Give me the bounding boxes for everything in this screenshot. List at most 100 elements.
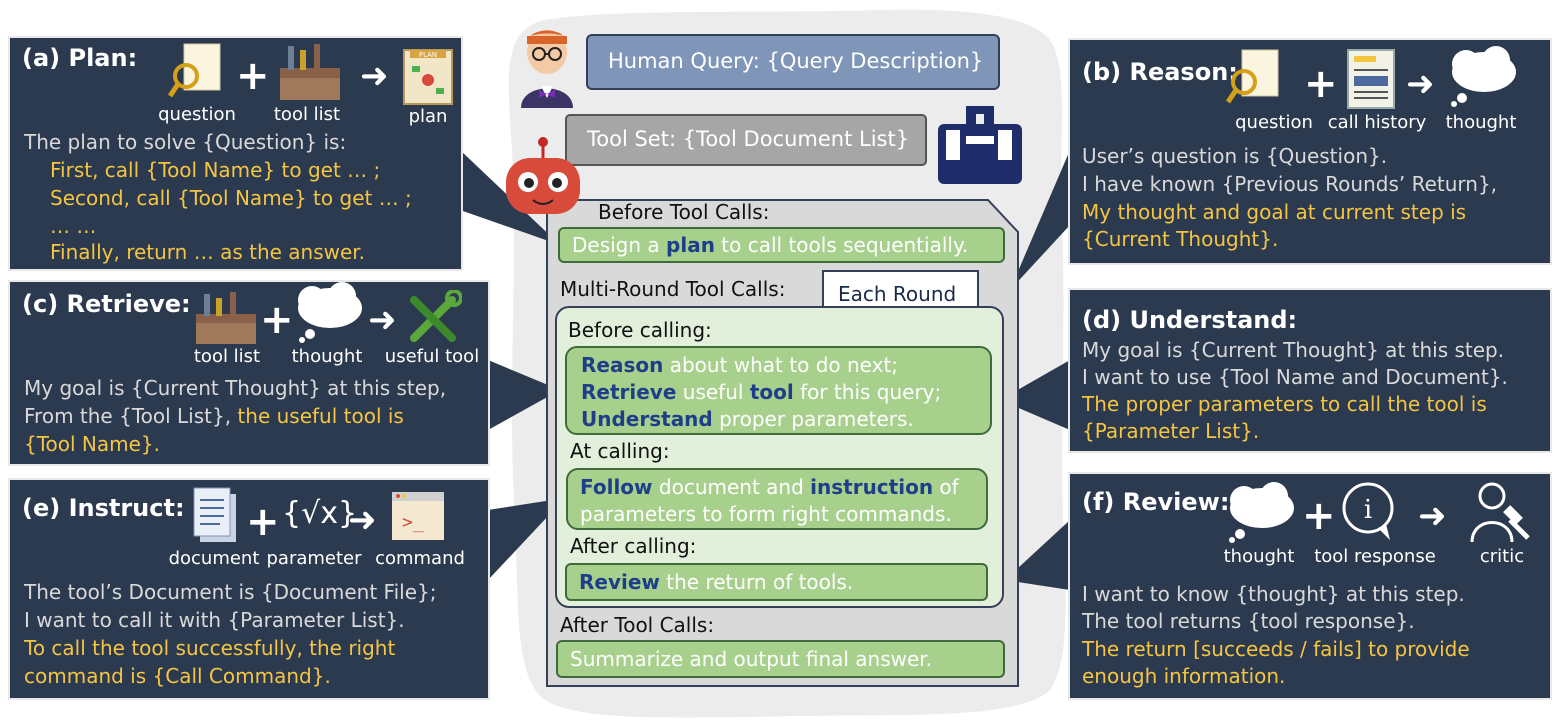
plan-board-text: PLAN [419, 51, 437, 59]
retrieve-icon-label-1: tool list [193, 346, 261, 367]
after-tool-calls-label: After Tool Calls: [560, 613, 715, 637]
plan-icon-label-2: tool list [273, 104, 341, 125]
toolbox-big-icon [938, 106, 1022, 184]
plan-board-icon: PLAN [403, 49, 453, 105]
review-yellow-2: enough information. [1082, 664, 1286, 688]
understand-line-1: My goal is {Current Thought} at this ste… [1082, 338, 1505, 362]
document-stack-icon [193, 487, 236, 542]
magnifier-document-icon [168, 43, 221, 98]
review-icon-label-1: thought [1223, 546, 1295, 567]
at-calling-label: At calling: [570, 439, 670, 463]
panel-review: (f) Review: thought + i tool response ➜ … [1068, 472, 1552, 700]
panel-retrieve: (c) Retrieve: tool list + thought ➜ usef… [8, 280, 490, 466]
human-query-text: Human Query: {Query Description} [608, 49, 984, 73]
plus-icon: + [260, 297, 294, 343]
summarize-text: Summarize and output final answer. [570, 647, 933, 671]
toolbox-icon [280, 44, 340, 100]
before-calling-label: Before calling: [568, 318, 712, 342]
wrench-screwdriver-icon [410, 290, 462, 342]
magnifier-document-icon [1226, 49, 1279, 104]
tool-keyword: tool [749, 380, 794, 404]
terminal-prompt-text: >_ [402, 512, 424, 533]
terminal-icon: >_ [392, 492, 444, 540]
instruct-line-1: The tool’s Document is {Document File}; [24, 580, 437, 604]
plan-step-post: to call tools sequentially. [714, 233, 969, 257]
reason-yellow-2: {Current Thought}. [1082, 227, 1279, 251]
tool-set-box: Tool Set: {Tool Document List} [565, 114, 927, 166]
review-step-text: the return of tools. [659, 570, 854, 594]
after-calling-label: After calling: [570, 534, 697, 558]
before-calling-text: Reason about what to do next; Retrieve u… [581, 352, 941, 433]
thought-cloud-icon [1451, 46, 1516, 107]
reason-icon-label-1: question [1235, 112, 1313, 133]
retrieve-icon-label-3: useful tool [384, 346, 480, 367]
robot-icon [506, 137, 580, 214]
info-bubble-text: i [1364, 495, 1372, 525]
pointer-f [1005, 520, 1070, 590]
before-tool-calls-label: Before Tool Calls: [598, 200, 770, 224]
review-line-1: I want to know {thought} at this step. [1082, 582, 1465, 606]
pointer-e [488, 498, 565, 580]
info-bubble-icon: i [1342, 482, 1394, 540]
plan-step-pre: Design a [572, 233, 667, 257]
summarize-step-box: Summarize and output final answer. [556, 640, 1005, 678]
understand-yellow-1: The proper parameters to call the tool i… [1082, 392, 1487, 416]
arrow-right-icon: ➜ [368, 300, 397, 340]
retrieve-keyword: Retrieve [581, 380, 677, 404]
plus-icon: + [236, 53, 270, 99]
history-document-icon [1347, 49, 1395, 109]
pointer-b [1010, 150, 1070, 290]
arrow-right-icon: ➜ [1418, 496, 1447, 536]
understand-keyword: Understand [581, 407, 713, 431]
toolbox-icon [196, 292, 256, 344]
panel-reason: (b) Reason: question + call history ➜ th… [1068, 38, 1552, 265]
multi-round-label: Multi-Round Tool Calls: [560, 277, 786, 301]
plan-keyword: plan [666, 233, 715, 257]
instruct-yellow-2: command is {Call Command}. [24, 664, 331, 688]
tool-set-text: Tool Set: {Tool Document List} [587, 127, 910, 151]
plan-icon-label-1: question [158, 104, 236, 125]
arrow-right-icon: ➜ [360, 56, 389, 96]
retrieve-line-2-pre: From the {Tool List}, [24, 404, 238, 428]
retrieve-text-mid: useful [676, 380, 750, 404]
follow-text-mid: document and [652, 475, 811, 499]
instruct-icon-label-2: parameter [266, 548, 362, 569]
understand-text: proper parameters. [712, 407, 914, 431]
instruction-keyword: instruction [810, 475, 934, 499]
instruct-icon-label-1: document [168, 548, 260, 569]
pointer-c [488, 360, 560, 430]
panel-instruct: (e) Instruct: document + {√x} parameter … [8, 478, 490, 700]
retrieve-line-3: {Tool Name}. [24, 432, 161, 456]
plan-yellow-1: First, call {Tool Name} to get … ; [50, 158, 381, 182]
plus-icon: + [246, 499, 280, 545]
plan-icon-label-3: plan [408, 106, 448, 127]
plan-yellow-2: Second, call {Tool Name} to get … ; [50, 186, 412, 210]
reason-keyword: Reason [581, 353, 664, 377]
panel-retrieve-title: (c) Retrieve: [22, 290, 191, 318]
critic-person-icon [1470, 482, 1530, 543]
retrieve-line-2: From the {Tool List}, the useful tool is [24, 404, 404, 428]
each-round-tab: Each Round [822, 270, 979, 310]
panel-plan-title: (a) Plan: [22, 44, 138, 72]
review-line-2: The tool returns {tool response}. [1082, 609, 1415, 633]
sqrt-parameter-icon: {√x} [282, 496, 358, 531]
instruct-icon-label-3: command [375, 548, 465, 569]
review-icon-label-2: tool response [1314, 546, 1436, 567]
plan-line-1: The plan to solve {Question} is: [24, 130, 347, 154]
review-keyword: Review [579, 570, 660, 594]
reason-icon-label-3: thought [1445, 112, 1517, 133]
before-calling-box: Reason about what to do next; Retrieve u… [565, 346, 992, 435]
arrow-right-icon: ➜ [1406, 64, 1435, 104]
reason-icon-label-2: call history [1327, 112, 1427, 133]
plan-yellow-4: Finally, return … as the answer. [50, 240, 366, 264]
each-round-text: Each Round [838, 282, 957, 306]
retrieve-line-1: My goal is {Current Thought} at this ste… [24, 376, 447, 400]
reason-yellow-1: My thought and goal at current step is [1082, 200, 1467, 224]
reason-text: about what to do next; [663, 353, 899, 377]
retrieve-text: for this query; [793, 380, 942, 404]
instruct-yellow-1: To call the tool successfully, the right [24, 636, 396, 660]
plus-icon: + [1302, 493, 1336, 539]
at-calling-box: Follow document and instruction of param… [566, 468, 988, 530]
review-step-box: Review the return of tools. [565, 563, 988, 601]
understand-line-2: I want to use {Tool Name and Document}. [1082, 365, 1508, 389]
